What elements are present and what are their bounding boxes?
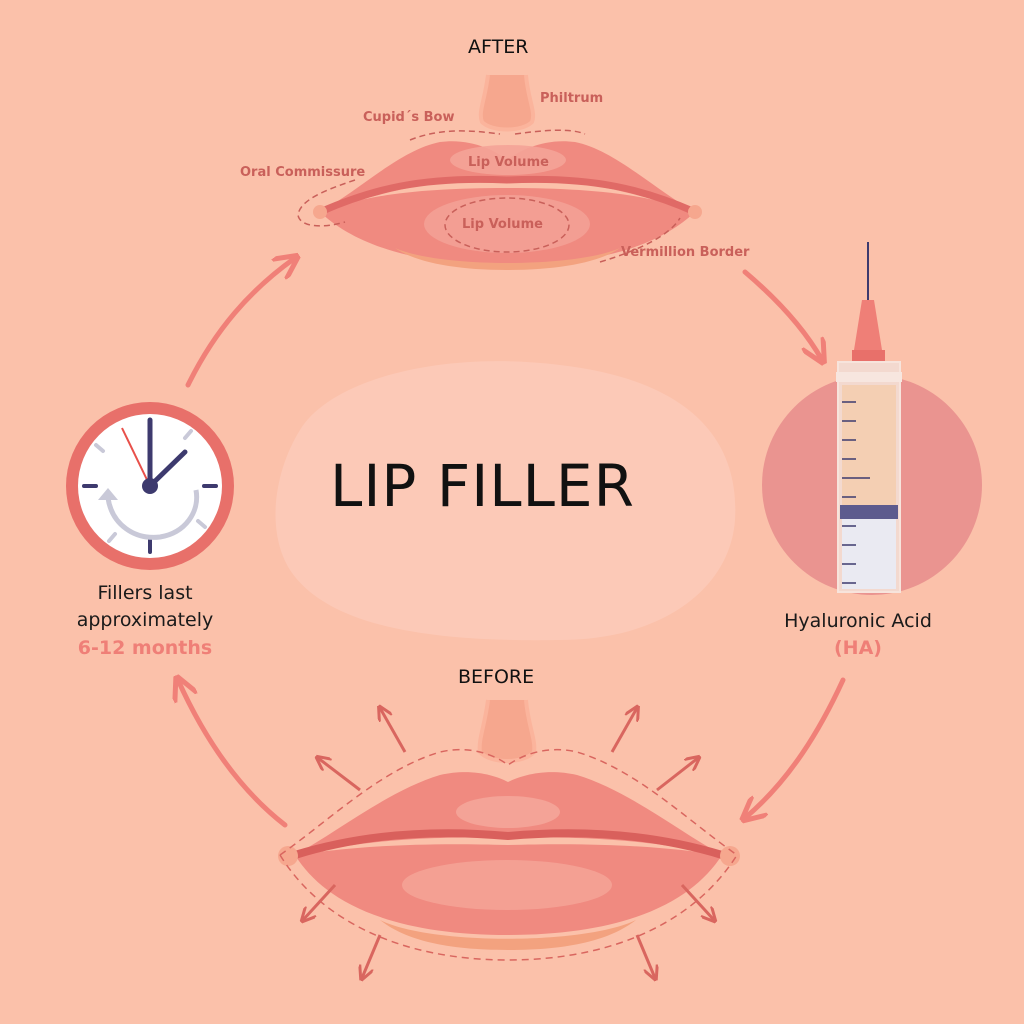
clock-progress-arc — [105, 489, 200, 540]
before-heading: BEFORE — [458, 666, 535, 688]
cycle-arrow-icon — [745, 677, 846, 818]
oral-commissure-label: Oral Commissure — [240, 165, 366, 180]
syringe-accent: (HA) — [834, 637, 882, 659]
center-blob — [275, 361, 736, 641]
cupids-bow-outline — [409, 129, 586, 141]
lower-lip-shadow — [395, 248, 620, 270]
cycle-arrow-icon — [178, 680, 288, 828]
syringe-collar — [852, 350, 885, 362]
expand-arrow-icon — [380, 708, 407, 753]
expand-arrow-icon — [318, 758, 361, 792]
expand-arrow-icon — [635, 934, 655, 978]
expand-arrow-icon — [303, 883, 337, 920]
expand-arrow-icon — [656, 758, 698, 792]
before-right-commissure — [720, 846, 740, 866]
clock-second-hand — [121, 427, 151, 487]
upper-lip-volume-area — [450, 145, 566, 175]
clock-hour-hand — [147, 449, 188, 489]
syringe-icon — [762, 242, 982, 595]
lower-lip-volume-label: Lip Volume — [462, 217, 543, 232]
right-commissure — [688, 205, 702, 219]
before-nose — [477, 699, 537, 763]
syringe-scale — [842, 401, 870, 584]
before-lip-shadow — [380, 920, 636, 950]
syringe-lower — [842, 519, 896, 589]
upper-lip-volume-label: Lip Volume — [468, 155, 549, 170]
cycle-arrow-icon — [185, 258, 295, 388]
expand-arrow-icon — [362, 934, 382, 978]
clock-minor-ticks — [94, 429, 207, 543]
after-lips — [297, 74, 702, 270]
before-lower-highlight — [402, 860, 612, 910]
lip-line — [316, 175, 699, 216]
philtrum-label: Philtrum — [540, 91, 604, 106]
after-heading: AFTER — [468, 36, 529, 58]
left-commissure — [313, 205, 327, 219]
target-outline-upper — [279, 748, 738, 856]
before-lip-line — [291, 829, 726, 859]
lower-lip-volume-area — [424, 195, 590, 253]
expand-arrow-icon — [610, 708, 637, 753]
page-title: LIP FILLER — [330, 452, 635, 520]
syringe-plunger — [840, 505, 898, 519]
syringe-rim — [836, 372, 902, 382]
before-lips — [278, 699, 740, 978]
cycle-arrow-icon — [742, 269, 822, 360]
cupids-bow-label: Cupid´s Bow — [363, 110, 455, 125]
clock-accent: 6-12 months — [77, 637, 213, 659]
commissure-outline — [297, 179, 356, 227]
syringe-hub — [854, 300, 882, 350]
clock-arc-arrowhead — [98, 488, 118, 500]
syringe-caption: Hyaluronic Acid — [784, 610, 932, 632]
clock-center — [142, 478, 158, 494]
philtrum-nose — [478, 74, 536, 132]
lower-lip-volume-outline — [444, 197, 570, 253]
vermillion-border-label: Vermillion Border — [621, 245, 750, 260]
expand-arrow-icon — [680, 883, 714, 920]
clock-caption-line1: Fillers last — [97, 582, 193, 604]
syringe-fluid — [842, 385, 896, 507]
target-outline-lower — [279, 854, 738, 961]
before-upper-highlight — [456, 796, 560, 828]
clock-icon — [66, 402, 234, 570]
vermillion-outline — [599, 217, 681, 263]
clock-caption-line2: approximately — [76, 609, 214, 631]
